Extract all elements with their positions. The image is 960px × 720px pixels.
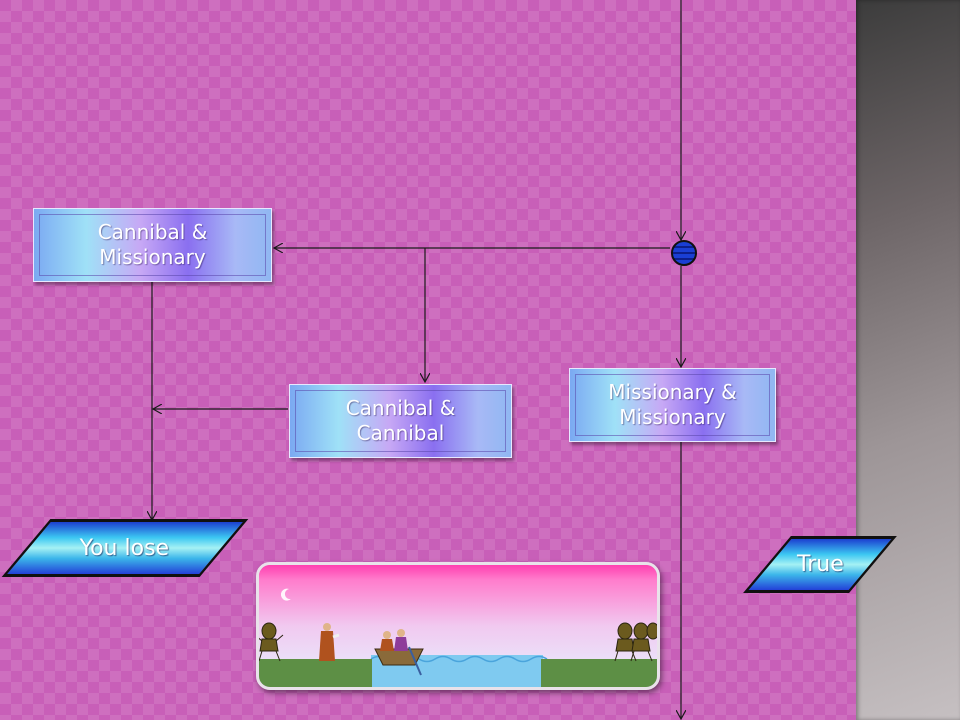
merge-node: [671, 240, 697, 266]
moon-icon: [280, 588, 291, 601]
node-missionary-missionary-label: Missionary & Missionary: [608, 380, 737, 429]
right-bank: [541, 659, 657, 687]
cannibals-right-bank: [614, 622, 657, 662]
boat-icon: [374, 629, 424, 676]
game-thumbnail: [256, 562, 660, 690]
node-cannibal-missionary: Cannibal & Missionary: [33, 208, 272, 282]
terminal-true-label: True: [796, 552, 844, 577]
side-decoration-strip: [856, 0, 960, 720]
terminal-you-lose-label: You lose: [80, 535, 170, 561]
node-missionary-missionary: Missionary & Missionary: [569, 368, 776, 442]
left-bank: [259, 659, 372, 687]
node-cannibal-cannibal: Cannibal & Cannibal: [289, 384, 512, 458]
game-scene: [259, 565, 657, 687]
node-cannibal-cannibal-label: Cannibal & Cannibal: [345, 396, 456, 445]
node-cannibal-missionary-label: Cannibal & Missionary: [97, 220, 208, 269]
cannibal-figure-icon: [259, 622, 284, 662]
missionary-figure-icon: [319, 623, 340, 661]
